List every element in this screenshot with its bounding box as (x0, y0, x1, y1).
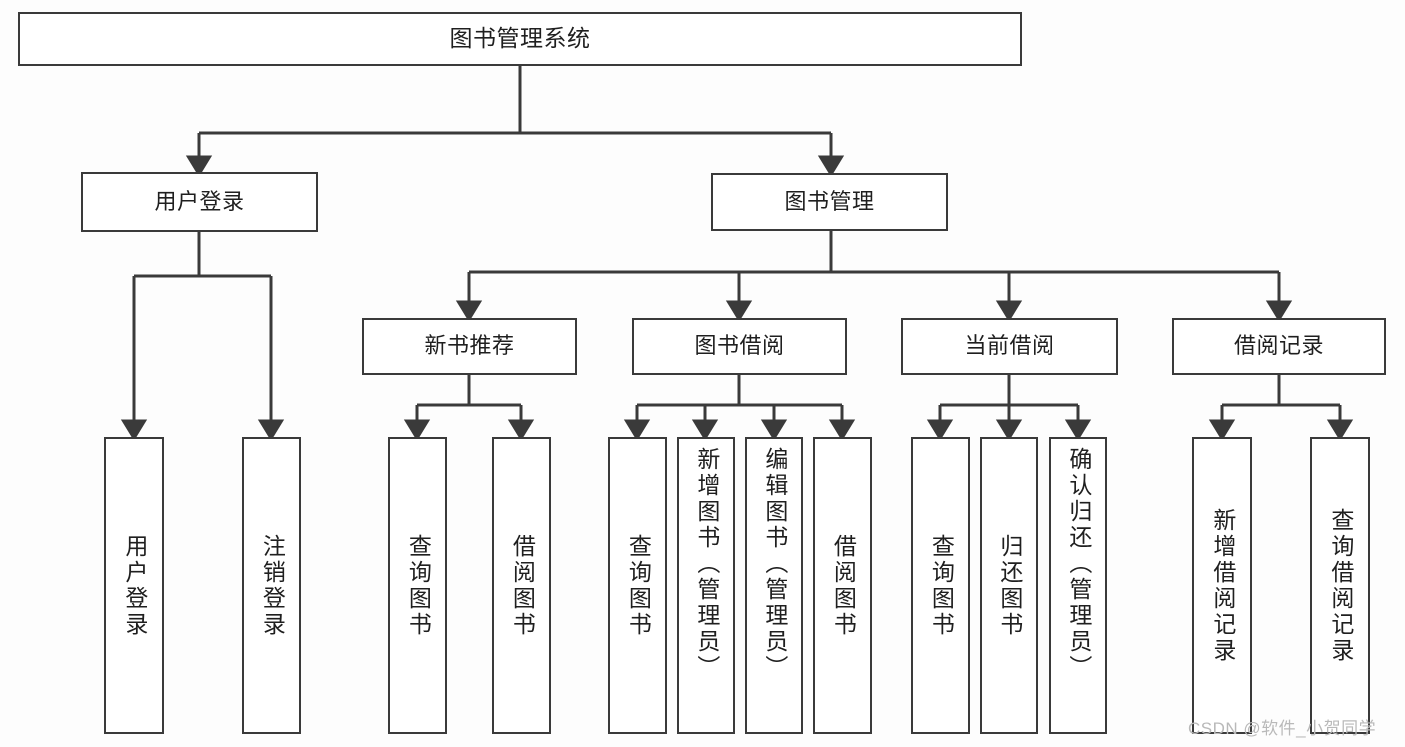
leaf-borrow-query-book[interactable]: 查询图书 (608, 437, 667, 734)
node-book-borrow[interactable]: 图书借阅 (632, 318, 847, 375)
node-label: 确认归还（管理员） (1065, 447, 1092, 681)
node-label: 查询图书 (928, 533, 955, 638)
node-user-login[interactable]: 用户登录 (81, 172, 318, 232)
leaf-record-query-borrow-record[interactable]: 查询借阅记录 (1310, 437, 1370, 734)
node-label: 借阅图书 (830, 533, 857, 638)
node-label: 借阅记录 (1233, 333, 1324, 359)
node-label: 查询图书 (625, 533, 652, 638)
leaf-borrow-borrow-book[interactable]: 借阅图书 (813, 437, 872, 734)
leaf-recommend-query-book[interactable]: 查询图书 (388, 437, 447, 734)
node-root-system[interactable]: 图书管理系统 (18, 12, 1022, 66)
node-new-book-recommend[interactable]: 新书推荐 (362, 318, 577, 375)
node-label: 图书管理 (784, 188, 875, 214)
node-label: 用户登录 (154, 188, 245, 214)
node-label: 查询图书 (405, 533, 432, 638)
node-label: 新书推荐 (424, 333, 515, 359)
leaf-current-confirm-return-admin[interactable]: 确认归还（管理员） (1049, 437, 1107, 734)
node-label: 编辑图书（管理员） (761, 447, 788, 681)
leaf-borrow-add-book-admin[interactable]: 新增图书（管理员） (677, 437, 735, 734)
leaf-current-query-book[interactable]: 查询图书 (911, 437, 970, 734)
node-label: 当前借阅 (964, 333, 1055, 359)
node-label: 借阅图书 (509, 533, 536, 638)
leaf-borrow-edit-book-admin[interactable]: 编辑图书（管理员） (745, 437, 803, 734)
leaf-record-add-borrow-record[interactable]: 新增借阅记录 (1192, 437, 1252, 734)
node-label: 图书管理系统 (449, 25, 591, 52)
node-current-borrow[interactable]: 当前借阅 (901, 318, 1118, 375)
node-borrow-record[interactable]: 借阅记录 (1172, 318, 1386, 375)
node-label: 注销登录 (259, 533, 286, 638)
csdn-watermark: CSDN @软件_小贺同学 (1188, 719, 1377, 738)
leaf-recommend-borrow-book[interactable]: 借阅图书 (492, 437, 551, 734)
node-label: 新增图书（管理员） (693, 447, 720, 681)
node-book-management[interactable]: 图书管理 (711, 173, 948, 231)
node-label: 新增借阅记录 (1209, 507, 1236, 664)
leaf-user-login[interactable]: 用户登录 (104, 437, 164, 734)
node-label: 用户登录 (121, 533, 148, 638)
leaf-user-logout[interactable]: 注销登录 (242, 437, 301, 734)
node-label: 图书借阅 (694, 333, 785, 359)
node-label: 查询借阅记录 (1327, 507, 1354, 664)
leaf-current-return-book[interactable]: 归还图书 (980, 437, 1038, 734)
node-label: 归还图书 (996, 533, 1023, 638)
